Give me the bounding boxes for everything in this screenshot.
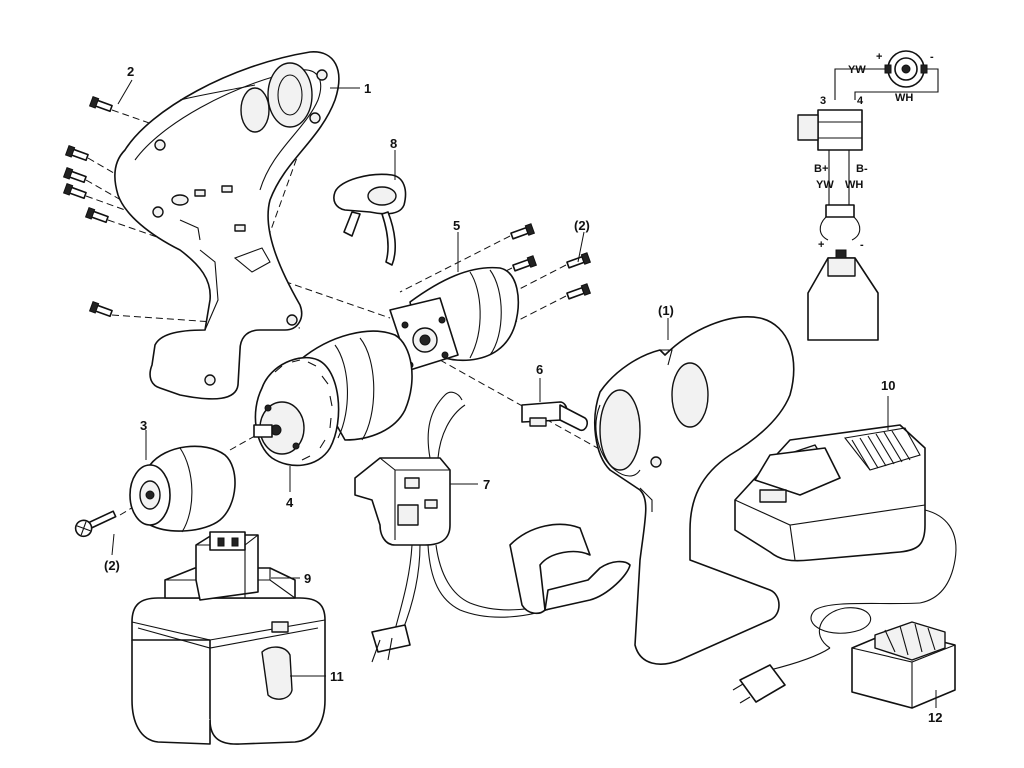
callout-6: 6 [536,362,543,377]
housing-other-half [594,316,795,665]
screw [510,223,536,240]
callout-2: 2 [127,64,134,79]
callout-screw-qty-motor: (2) [574,218,590,233]
screw [62,166,87,184]
charger [734,424,957,604]
terminal-label-3: 3 [820,95,826,107]
wiring-labels: YW + - WH 3 4 B+ B- YW WH + - [814,51,934,251]
callout-7: 7 [483,477,490,492]
callout-4: 4 [286,495,294,510]
screw [84,206,109,224]
callout-8: 8 [390,136,397,151]
transformer [851,621,956,709]
power-cord [732,602,921,704]
screw [512,255,538,272]
direction-slider [333,173,407,266]
callout-1: 1 [364,81,371,96]
battery-pack [131,531,326,745]
wire-label-b-plus: B+ [814,163,828,175]
wire-label-b-minus: B- [856,163,868,175]
screw [88,95,113,113]
screw [64,144,89,162]
terminal-label-4: 4 [857,95,864,107]
wire-label-plus-motor: + [876,51,882,63]
screw [566,283,592,300]
callout-11: 11 [330,669,344,684]
wiring-diagram [797,50,939,341]
screw [88,300,113,318]
callout-screw-qty-chuck: (2) [104,558,120,573]
screw [62,182,87,200]
wire-label-minus-battery: - [860,239,864,251]
callout-10: 10 [881,378,895,393]
screw [566,252,592,269]
chuck-screw [74,510,117,538]
leader-lines [111,79,937,708]
brush-holder [521,401,588,432]
wire-label-minus-motor: - [930,51,934,63]
wire-label-yw-top: YW [848,64,866,76]
callout-housing-other-half: (1) [658,303,674,318]
housing-half [114,51,340,400]
callout-5: 5 [453,218,460,233]
wire-label-yw-bottom: YW [816,179,834,191]
callout-9: 9 [304,571,311,586]
wire-sleeve [509,523,631,615]
switch [354,391,566,663]
callout-12: 12 [928,710,942,725]
gearbox [253,330,413,467]
motor [389,266,520,371]
callout-3: 3 [140,418,147,433]
wire-label-wh-top: WH [895,92,913,104]
wire-label-plus-battery: + [818,239,824,251]
motor-screws [510,223,592,300]
chuck [129,445,236,533]
callout-labels: 1 2 8 5 (2) 6 7 4 3 (2) 9 11 10 12 (1) [104,64,942,725]
wire-label-wh-bottom: WH [845,179,863,191]
